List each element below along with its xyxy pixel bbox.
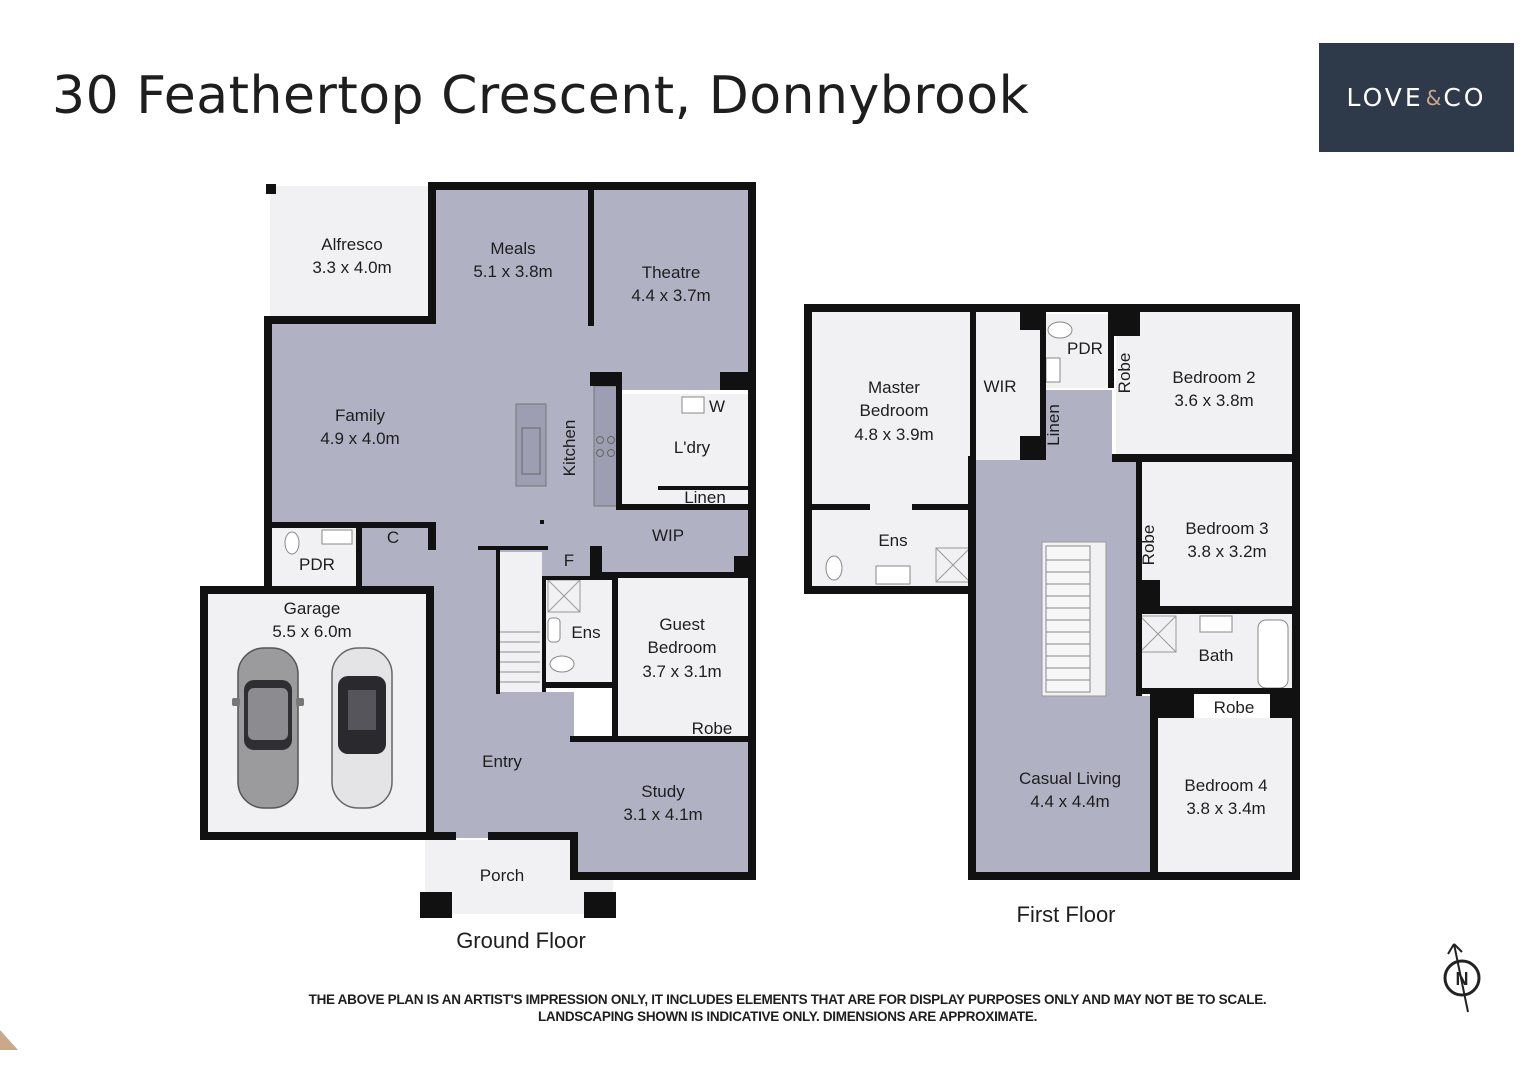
guest-bedroom-size: 3.7 x 3.1m: [642, 662, 721, 681]
bedroom4-size: 3.8 x 3.4m: [1186, 799, 1265, 818]
first-floor-label: First Floor: [1017, 902, 1116, 927]
first-walls: [804, 304, 1300, 880]
stairs-ground: [500, 631, 540, 683]
master-label-2: Bedroom: [860, 401, 929, 420]
laundry-tub-icon: [681, 396, 705, 414]
kitchen-bench: [593, 385, 619, 507]
alfresco-label: Alfresco: [321, 235, 382, 254]
cooktop-icon: [596, 436, 615, 457]
car-icon: [231, 647, 305, 809]
washer-label: W: [709, 397, 725, 416]
logo-text-right: CO: [1443, 83, 1487, 112]
compass-icon: N: [1443, 943, 1481, 1013]
cupboard-label: C: [387, 528, 399, 547]
pdr-first-label: PDR: [1067, 339, 1103, 358]
family-size: 4.9 x 4.0m: [320, 429, 399, 448]
linen-ground-label: Linen: [684, 488, 726, 507]
bedroom2-label: Bedroom 2: [1172, 368, 1255, 387]
toilet-icon: [825, 555, 843, 581]
master-label-1: Master: [868, 378, 920, 397]
study-label: Study: [641, 782, 685, 801]
logo-ampersand: &: [1425, 85, 1442, 110]
page-title: 30 Feathertop Crescent, Donnybrook: [52, 66, 1030, 126]
linen-first-label: Linen: [1044, 404, 1063, 446]
garage-label: Garage: [284, 599, 341, 618]
disclaimer-line-2: LANDSCAPING SHOWN IS INDICATIVE ONLY. DI…: [537, 1009, 1038, 1024]
toilet-icon: [284, 531, 300, 555]
bedroom2-area: [1116, 310, 1294, 458]
toilet-icon: [549, 655, 575, 673]
master-area: [810, 310, 974, 588]
guest-bedroom-area: [616, 578, 750, 740]
guest-bedroom-label-1: Guest: [659, 615, 705, 634]
casual-living-label: Casual Living: [1019, 769, 1121, 788]
brand-logo: LOVE&CO: [1319, 43, 1514, 152]
garage-size: 5.5 x 6.0m: [272, 622, 351, 641]
casual-living-size: 4.4 x 4.4m: [1030, 792, 1109, 811]
first-floor: [804, 304, 1300, 880]
meals-size: 5.1 x 3.8m: [473, 262, 552, 281]
basin-icon: [1045, 357, 1061, 383]
basin-icon: [321, 529, 353, 545]
robe-4-label: Robe: [1214, 698, 1255, 717]
ensuite-ground-label: Ens: [571, 623, 600, 642]
car-icon: [331, 647, 393, 809]
fridge-label: F: [564, 551, 574, 570]
master-size: 4.8 x 3.9m: [854, 425, 933, 444]
study-size: 3.1 x 4.1m: [623, 805, 702, 824]
robe-ground-label: Robe: [692, 719, 733, 738]
ensuite-first-label: Ens: [878, 531, 907, 550]
alfresco-area: [270, 186, 430, 316]
meals-label: Meals: [490, 239, 535, 258]
bedroom3-label: Bedroom 3: [1185, 519, 1268, 538]
toilet-icon: [1047, 321, 1073, 339]
ground-walls: [200, 182, 756, 918]
bedroom2-size: 3.6 x 3.8m: [1174, 391, 1253, 410]
bath-label: Bath: [1199, 646, 1234, 665]
entry-label: Entry: [482, 752, 522, 771]
bedroom4-area: [1156, 718, 1294, 878]
room-labels: Alfresco 3.3 x 4.0m Meals 5.1 x 3.8m The…: [272, 235, 1268, 953]
theatre-label: Theatre: [642, 263, 701, 282]
laundry-label: L'dry: [674, 438, 711, 457]
family-label: Family: [335, 406, 386, 425]
basin-icon: [547, 617, 561, 643]
basin-icon: [1199, 615, 1233, 633]
compass-letter: N: [1456, 969, 1469, 989]
ground-floor: [200, 182, 756, 918]
kitchen-label: Kitchen: [560, 420, 579, 477]
kitchen-island: [515, 403, 547, 487]
ground-living-area: [270, 186, 752, 876]
corner-decoration: [0, 1030, 18, 1050]
guest-bedroom-label-2: Bedroom: [648, 638, 717, 657]
bedroom4-label: Bedroom 4: [1184, 776, 1267, 795]
logo-text-left: LOVE: [1346, 83, 1424, 112]
wir-area: [976, 310, 1042, 460]
porch-label: Porch: [480, 866, 524, 885]
alfresco-size: 3.3 x 4.0m: [312, 258, 391, 277]
theatre-size: 4.4 x 3.7m: [631, 286, 710, 305]
wir-label: WIR: [983, 377, 1016, 396]
bedroom3-area: [1138, 462, 1294, 610]
disclaimer-line-1: THE ABOVE PLAN IS AN ARTIST'S IMPRESSION…: [308, 992, 1267, 1007]
basin-icon: [875, 565, 911, 585]
ground-floor-label: Ground Floor: [456, 928, 586, 953]
wip-label: WIP: [652, 526, 684, 545]
bedroom3-size: 3.8 x 3.2m: [1187, 542, 1266, 561]
robe-3-label: Robe: [1139, 525, 1158, 566]
sink-icon: [521, 427, 541, 475]
robe-2-label: Robe: [1115, 353, 1134, 394]
pdr-ground-label: PDR: [299, 555, 335, 574]
bathtub-icon: [1257, 619, 1289, 689]
